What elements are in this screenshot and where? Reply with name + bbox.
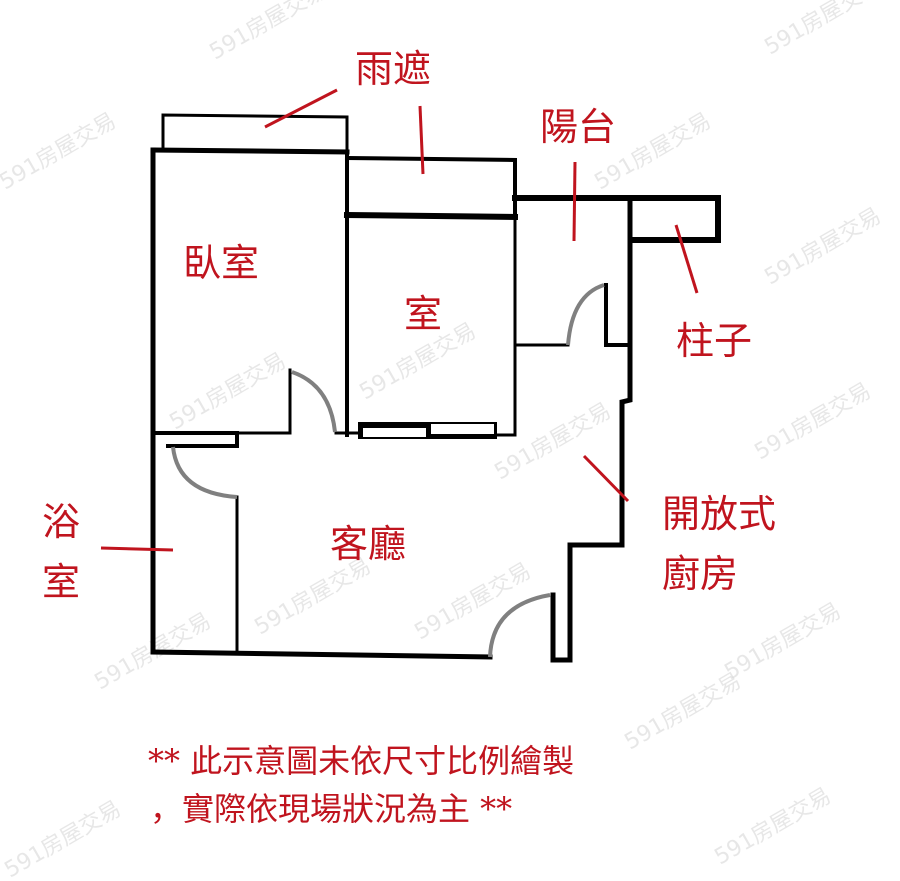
label-canopy: 雨遮 [355,47,431,91]
watermark: 591房屋交易 [721,599,846,686]
label-living-room: 客廳 [330,522,406,566]
doors [171,283,605,658]
watermark: 591房屋交易 [751,379,876,466]
canopy-leader [264,88,338,129]
balcony-door-jamb [604,283,632,347]
canopy2-outline [344,155,517,219]
label-kitchen-2: 廚房 [662,552,738,596]
bedroom-top-wall [150,147,350,155]
canopy-outline [161,113,349,152]
label-kitchen-1: 開放式 [662,492,776,536]
room-labels: 雨遮 陽台 臥室 室 柱子 開放式 廚房 浴 室 客廳 [42,47,776,604]
watermark: 591房屋交易 [1,797,126,881]
disclaimer-note: ** 此示意圖未依尺寸比例繪製 ，實際依現場狀況為主 ** [148,742,574,828]
label-bedroom2: 室 [404,292,442,336]
watermark: 591房屋交易 [0,109,121,196]
walls [150,113,721,663]
watermark: 591房屋交易 [206,0,331,65]
note-line-1: ** 此示意圖未依尺寸比例繪製 [148,742,574,780]
label-pillar: 柱子 [676,319,752,363]
watermark: 591房屋交易 [251,554,376,641]
watermark: 591房屋交易 [491,399,616,486]
bathroom-top-wall [151,431,239,448]
label-bathroom-2: 室 [42,560,80,604]
balcony-leader [572,161,577,242]
bottom-exterior-wall [150,649,493,660]
label-balcony: 陽台 [540,105,616,149]
watermark: 591房屋交易 [761,204,886,291]
balcony-top-wall [512,195,721,243]
bathroom-door-arc [171,446,238,499]
watermark: 591房屋交易 [166,349,291,436]
pillar-leader [674,224,699,294]
watermark: 591房屋交易 [411,559,536,646]
bedroom-door-arc [291,370,337,433]
window [358,422,497,439]
bathroom-leader [100,546,174,552]
room2-top-wall [343,211,519,221]
watermark: 591房屋交易 [711,784,836,871]
label-bathroom-1: 浴 [42,500,80,544]
note-line-2: ，實際依現場狀況為主 ** [150,790,512,828]
entrance-door-arc [488,593,551,658]
balcony-door-arc [566,283,605,346]
canopy2-leader [418,105,425,175]
watermark: 591房屋交易 [761,0,886,60]
watermark: 591房屋交易 [621,669,746,756]
bedroom-bottom-wall [235,368,292,435]
right-exterior-wall [550,342,633,663]
label-bedroom1: 臥室 [183,241,259,285]
kitchen-leader [582,454,630,503]
leader-lines [100,88,699,552]
